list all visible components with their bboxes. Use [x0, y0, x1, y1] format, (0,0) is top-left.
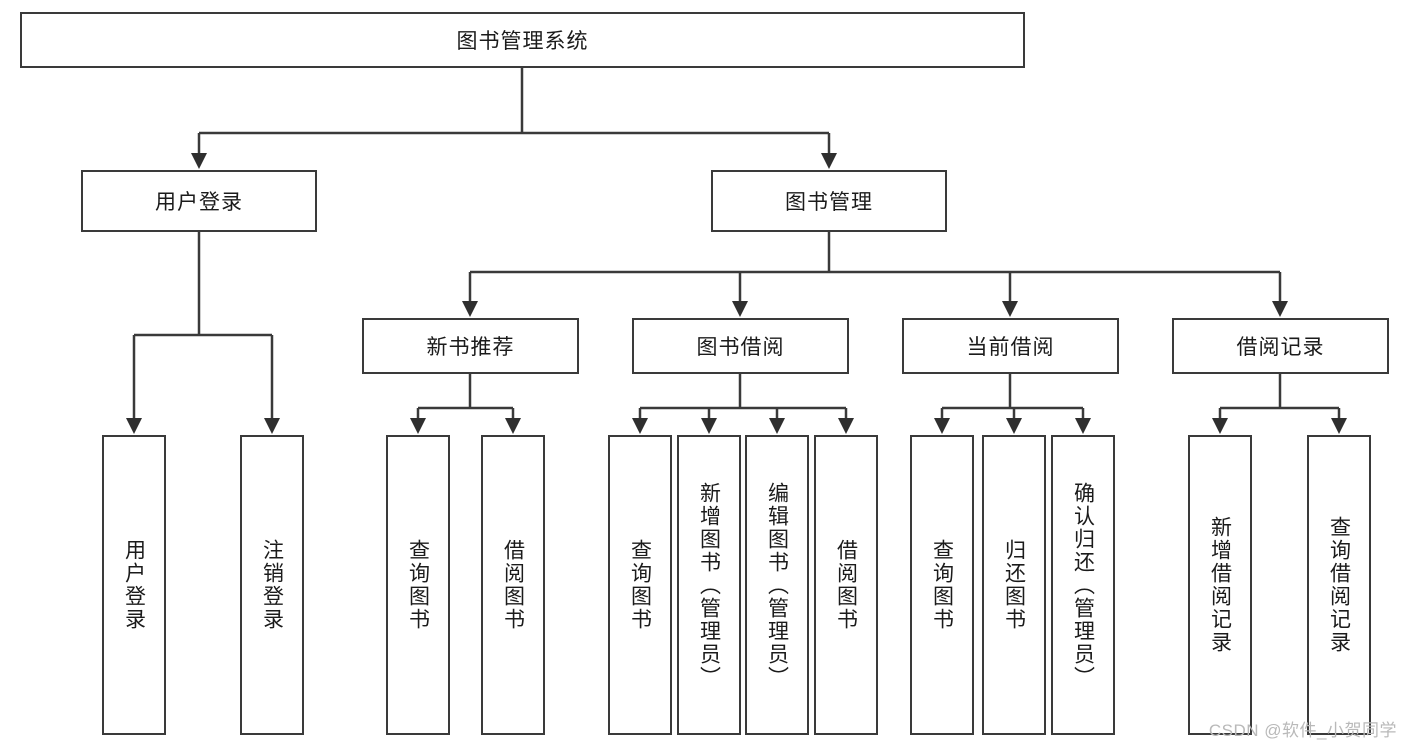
- node-label: 当前借阅: [966, 336, 1055, 359]
- node-leaf-11[interactable]: 新增借阅记录: [1188, 435, 1252, 735]
- node-label: 借阅图书: [501, 539, 525, 631]
- watermark-credit: CSDN @软件_小贺同学: [1208, 721, 1397, 740]
- node-leaf-6[interactable]: 编辑图书（管理员）: [745, 435, 809, 735]
- node-leaf-4[interactable]: 查询图书: [608, 435, 672, 735]
- node-label: 编辑图书（管理员）: [765, 481, 789, 689]
- node-label: 图书管理系统: [456, 30, 589, 53]
- node-label: 用户登录: [122, 539, 146, 631]
- node-label: 借阅记录: [1236, 336, 1325, 359]
- node-level3-2[interactable]: 当前借阅: [902, 318, 1119, 374]
- node-leaf-8[interactable]: 查询图书: [910, 435, 974, 735]
- node-label: 图书借阅: [696, 336, 785, 359]
- node-leaf-1[interactable]: 注销登录: [240, 435, 304, 735]
- node-label: 查询借阅记录: [1327, 516, 1351, 654]
- node-label: 用户登录: [155, 191, 243, 214]
- node-root-book-management-system[interactable]: 图书管理系统: [20, 12, 1025, 68]
- node-leaf-5[interactable]: 新增图书（管理员）: [677, 435, 741, 735]
- node-level2-1[interactable]: 图书管理: [711, 170, 947, 232]
- node-level3-0[interactable]: 新书推荐: [362, 318, 579, 374]
- node-level2-0[interactable]: 用户登录: [81, 170, 317, 232]
- node-leaf-7[interactable]: 借阅图书: [814, 435, 878, 735]
- node-label: 新书推荐: [426, 336, 515, 359]
- node-leaf-10[interactable]: 确认归还（管理员）: [1051, 435, 1115, 735]
- node-label: 新增图书（管理员）: [697, 481, 721, 689]
- node-level3-3[interactable]: 借阅记录: [1172, 318, 1389, 374]
- node-leaf-12[interactable]: 查询借阅记录: [1307, 435, 1371, 735]
- node-leaf-9[interactable]: 归还图书: [982, 435, 1046, 735]
- node-label: 确认归还（管理员）: [1071, 481, 1095, 689]
- node-label: 新增借阅记录: [1208, 516, 1232, 654]
- node-label: 查询图书: [628, 539, 652, 631]
- node-leaf-0[interactable]: 用户登录: [102, 435, 166, 735]
- node-label: 注销登录: [260, 539, 284, 631]
- node-leaf-2[interactable]: 查询图书: [386, 435, 450, 735]
- node-level3-1[interactable]: 图书借阅: [632, 318, 849, 374]
- node-label: 图书管理: [785, 191, 873, 214]
- node-label: 查询图书: [406, 539, 430, 631]
- node-label: 归还图书: [1002, 539, 1026, 631]
- node-leaf-3[interactable]: 借阅图书: [481, 435, 545, 735]
- node-label: 查询图书: [930, 539, 954, 631]
- node-label: 借阅图书: [834, 539, 858, 631]
